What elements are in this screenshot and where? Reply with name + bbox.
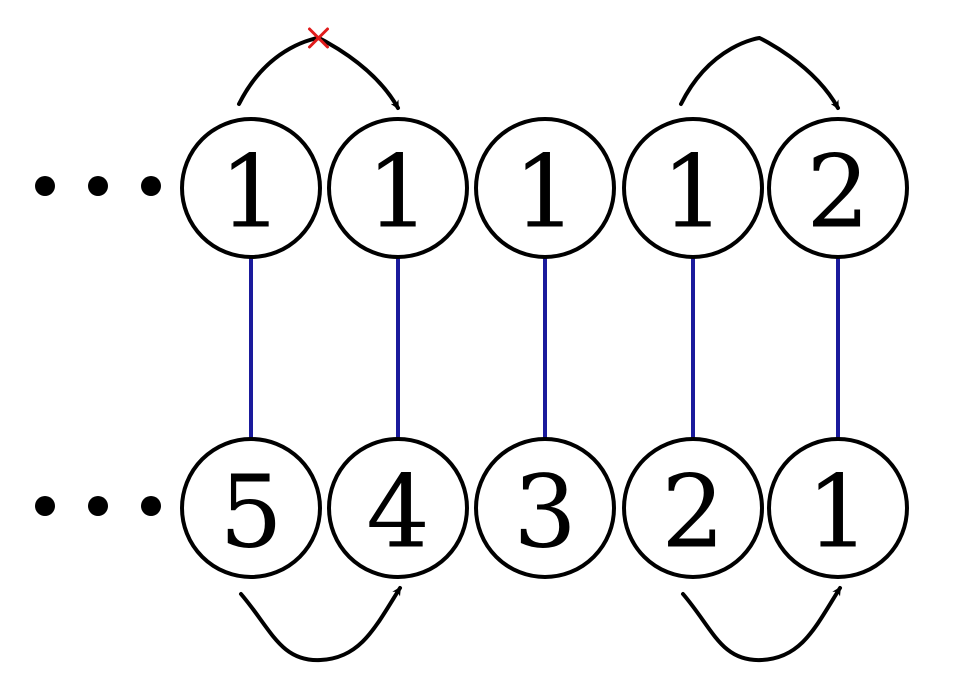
bottom-node: 4 xyxy=(327,437,469,579)
node-label: 1 xyxy=(806,454,870,571)
ellipsis-dot xyxy=(141,176,161,196)
top-ellipsis xyxy=(35,176,161,196)
node-label: 1 xyxy=(366,134,430,251)
node-label: 4 xyxy=(366,454,430,571)
top-node: 2 xyxy=(767,117,909,259)
node-label: 1 xyxy=(661,134,725,251)
ellipsis-dot xyxy=(88,176,108,196)
node-circle xyxy=(474,437,616,579)
bottom-node: 2 xyxy=(622,437,764,579)
node-circle xyxy=(767,437,909,579)
top-node: 1 xyxy=(622,117,764,259)
node-circle xyxy=(474,117,616,259)
node-label: 1 xyxy=(513,134,577,251)
bottom-node: 3 xyxy=(474,437,616,579)
vertical-links xyxy=(249,257,840,439)
swap-arrow xyxy=(681,586,842,663)
node-circle xyxy=(180,117,322,259)
swap-arrows xyxy=(237,27,842,663)
node-circle xyxy=(327,117,469,259)
top-node: 1 xyxy=(327,117,469,259)
node-circle xyxy=(622,117,764,259)
node-label: 3 xyxy=(513,454,577,571)
bottom-node: 1 xyxy=(767,437,909,579)
node-label: 2 xyxy=(806,134,870,251)
node-circle xyxy=(622,437,764,579)
node-label: 2 xyxy=(661,454,725,571)
ellipsis-dot xyxy=(35,496,55,516)
swap-arrow xyxy=(679,35,840,110)
top-node: 1 xyxy=(474,117,616,259)
bottom-ellipsis xyxy=(35,496,161,516)
blocked-marker xyxy=(308,27,329,49)
ellipsis-dot xyxy=(141,496,161,516)
top-node: 1 xyxy=(180,117,322,259)
node-circle xyxy=(180,437,322,579)
ellipsis-dot xyxy=(35,176,55,196)
node-label: 5 xyxy=(219,454,283,571)
node-circle xyxy=(327,437,469,579)
swap-arrow xyxy=(237,35,400,110)
swap-arrow xyxy=(239,586,402,663)
bottom-node: 5 xyxy=(180,437,322,579)
node-label: 1 xyxy=(219,134,283,251)
node-circle xyxy=(767,117,909,259)
ellipsis-dot xyxy=(88,496,108,516)
